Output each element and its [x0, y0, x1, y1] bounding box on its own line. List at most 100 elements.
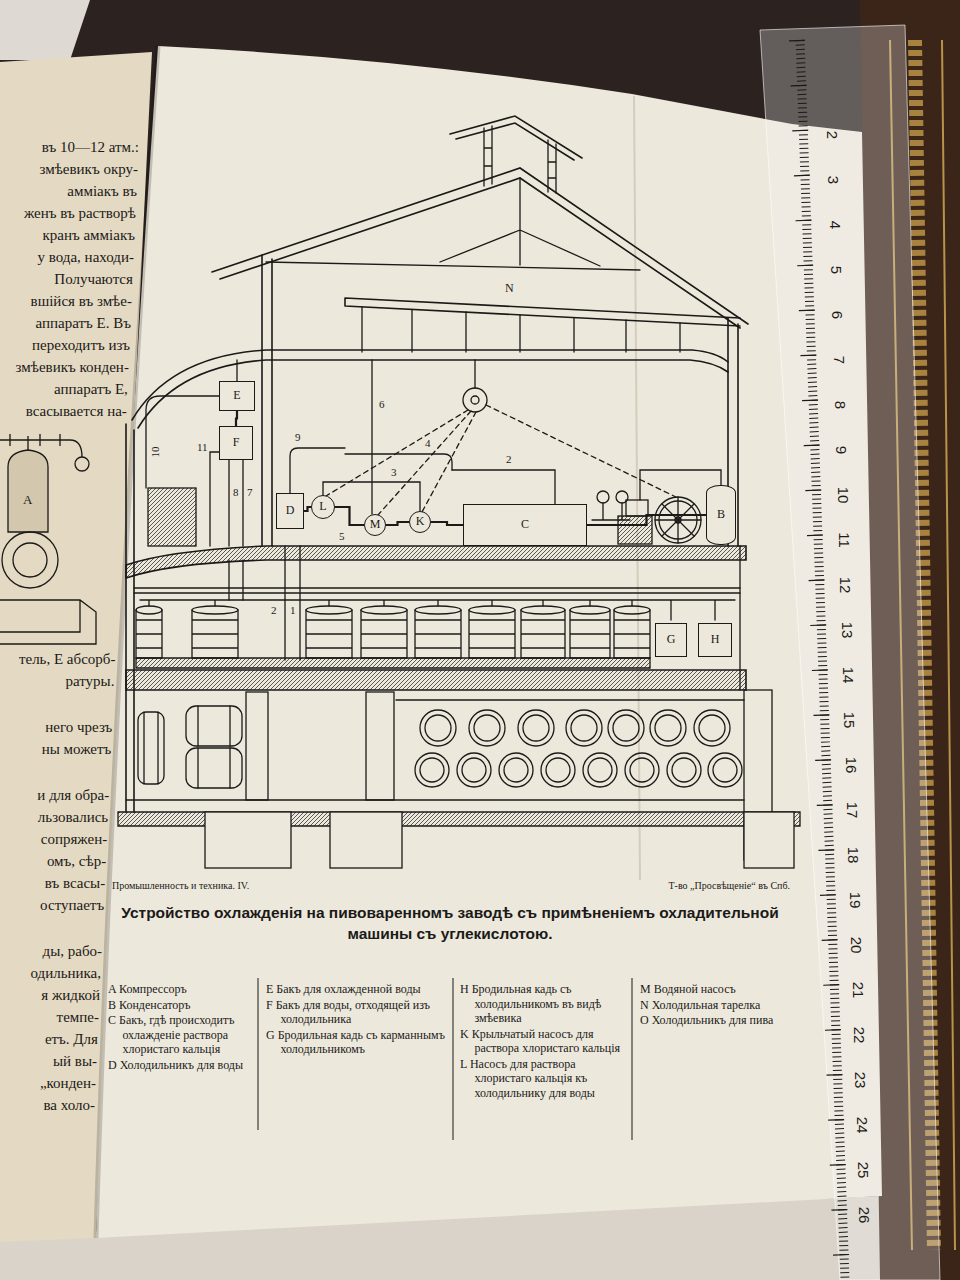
beer-barrels	[420, 758, 444, 782]
right-page	[96, 46, 882, 1238]
figure-title: Устройство охлажденія на пивоваренномъ з…	[100, 902, 800, 944]
body-text: кранъ амміакъ	[42, 226, 135, 244]
fermenting-vat	[192, 606, 238, 614]
ruler-number: 23	[851, 1072, 869, 1089]
beer-barrels	[630, 758, 654, 782]
ruler-number: 12	[836, 577, 854, 594]
brewery-illustration	[450, 116, 582, 160]
body-text: и для обра-	[37, 786, 109, 804]
body-text: ый вы-	[53, 1052, 97, 1070]
body-text: омъ, сѣр-	[47, 852, 106, 870]
body-text: оступаетъ	[40, 896, 104, 914]
fermenting-vat	[469, 610, 515, 658]
body-text: темпе-	[57, 1008, 99, 1026]
footer-note: Т-во „Просвѣщеніе“ въ Спб.	[669, 880, 791, 892]
beer-barrels	[138, 712, 164, 784]
body-text: тель, E абсорб-	[19, 650, 116, 668]
key-entry: M Водяной насосъ	[640, 982, 800, 997]
ruler-number: 14	[839, 667, 857, 684]
brewery-illustration	[655, 497, 701, 543]
beer-barrels	[541, 753, 575, 787]
part-letter: L	[319, 500, 326, 513]
absorption-apparatus	[8, 450, 48, 532]
beer-barrels	[566, 710, 602, 746]
absorption-apparatus	[0, 600, 96, 644]
fermenting-vat	[614, 606, 650, 614]
callout-number: 11	[196, 441, 209, 454]
ruler-number: 25	[854, 1162, 872, 1179]
callout-number: 5	[338, 530, 346, 543]
ruler	[760, 25, 940, 1280]
ruler-number: 6	[828, 311, 846, 319]
brewery-illustration	[212, 168, 748, 328]
beer-barrels	[425, 715, 451, 741]
ruler-number: 9	[832, 446, 850, 454]
part-letter: F	[233, 436, 240, 449]
brewery-illustration	[655, 497, 701, 543]
brewery-illustration	[744, 812, 794, 868]
beer-barrels	[694, 710, 730, 746]
vat-box: H	[698, 623, 732, 657]
key-entry: K Крыльчатый насосъ для раствора хлорист…	[460, 1027, 625, 1056]
body-text: Получаются	[54, 270, 133, 288]
beer-barrels	[571, 715, 597, 741]
brewery-illustration	[210, 452, 219, 546]
fermenting-vat	[306, 610, 352, 658]
beer-barrels	[198, 706, 230, 788]
brewery-illustration	[126, 546, 746, 578]
fermenting-vat	[415, 606, 461, 614]
key-entry: H Бродильная кадь съ холодильникомъ въ в…	[460, 982, 625, 1026]
body-text: ды, рабо-	[43, 942, 103, 960]
brewery-illustration	[597, 491, 609, 503]
beer-barrels	[499, 753, 533, 787]
pipe-connector	[304, 507, 311, 511]
beer-barrels	[462, 758, 486, 782]
absorption-apparatus	[13, 543, 47, 577]
ruler-number: 15	[840, 712, 858, 729]
brewery-illustration	[229, 460, 243, 600]
water-tank-box: E	[219, 381, 255, 411]
fermenting-vat	[614, 610, 650, 658]
brewery-illustration	[140, 600, 735, 620]
ruler	[800, 40, 845, 1280]
body-text: змѣевикъ окру-	[40, 160, 139, 178]
key-entry: O Холодильникъ для пива	[640, 1013, 800, 1028]
brewery-illustration	[463, 388, 487, 412]
part-letter: C	[521, 518, 529, 531]
cooler-box: D	[276, 493, 304, 529]
pump-circle: L	[311, 495, 335, 519]
beer-barrels	[138, 706, 742, 788]
body-text: ва холо-	[43, 1096, 95, 1114]
body-text: у вода, находи-	[38, 248, 134, 266]
beer-barrels	[583, 753, 617, 787]
body-text: аппаратъ E,	[54, 380, 128, 398]
body-text: него чрезъ	[45, 718, 112, 736]
fermenting-vat	[361, 610, 407, 658]
brewery-illustration	[118, 116, 800, 868]
pump-circle: K	[409, 511, 431, 533]
brewery-illustration	[326, 405, 676, 515]
ruler-number: 7	[830, 356, 848, 364]
beer-barrels	[469, 710, 505, 746]
body-text: етъ. Для	[45, 1030, 98, 1048]
brewery-illustration	[366, 692, 394, 800]
brewery-illustration	[345, 298, 740, 326]
ruler-number: 16	[842, 757, 860, 774]
callout-number: 9	[294, 431, 302, 444]
beer-barrels	[420, 710, 456, 746]
ruler-number: 21	[849, 982, 867, 999]
body-text: аппаратъ E. Въ	[35, 314, 130, 332]
beer-barrels	[144, 712, 158, 784]
callout-number: 4	[424, 437, 432, 450]
ruler	[760, 25, 940, 1280]
body-text: женъ въ растворѣ	[24, 204, 136, 222]
ruler-number: 26	[855, 1207, 873, 1224]
brewery-illustration	[146, 396, 219, 488]
brewery-illustration	[330, 812, 402, 868]
brewery-illustration	[471, 396, 479, 404]
body-text: льзовались	[38, 808, 108, 826]
body-text: „конден-	[40, 1074, 96, 1092]
brewery-illustration	[452, 470, 555, 504]
brewery-illustration	[362, 307, 680, 352]
